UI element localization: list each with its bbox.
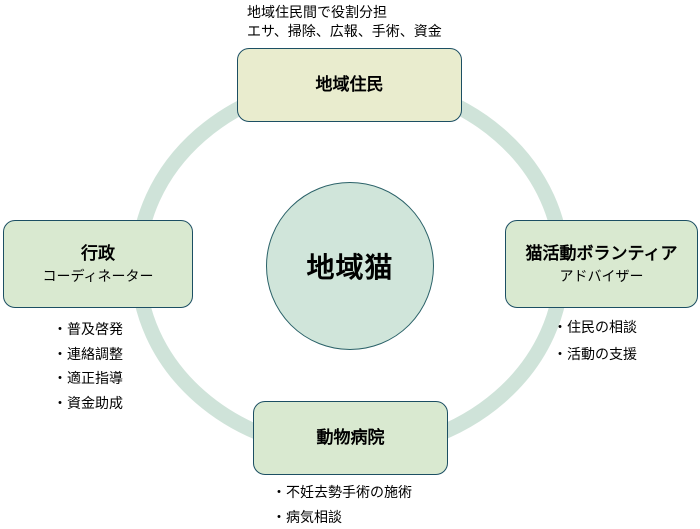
list-item: ・連絡調整 (53, 345, 123, 362)
node-animal-hospital: 動物病院 (253, 401, 448, 475)
center-node-label: 地域猫 (306, 252, 394, 283)
node-volunteer-subtitle: アドバイザー (559, 267, 644, 284)
list-item: ・活動の支援 (553, 346, 637, 362)
node-local-residents: 地域住民 (237, 48, 462, 122)
node-volunteer-title: 猫活動ボランティア (525, 244, 678, 264)
node-government-subtitle: コーディネーター (42, 267, 154, 284)
list-item: ・資金助成 (53, 394, 123, 411)
note-line-1: 地域住民間で役割分担 (247, 4, 387, 20)
node-animal-hospital-title: 動物病院 (316, 427, 385, 447)
role-sharing-note: 地域住民間で役割分担 エサ、掃除、広報、手術、資金 (247, 3, 442, 41)
node-government: 行政 コーディネーター (3, 220, 193, 308)
center-node: 地域猫 (266, 182, 434, 350)
node-government-title: 行政 (81, 244, 115, 264)
node-volunteer: 猫活動ボランティア アドバイザー (505, 220, 698, 308)
list-item: ・不妊去勢手術の施術 (272, 484, 412, 500)
hospital-duties-list: ・不妊去勢手術の施術 ・病気相談 (272, 480, 412, 529)
list-item: ・住民の相談 (553, 319, 637, 335)
government-duties-list: ・普及啓発 ・連絡調整 ・適正指導 ・資金助成 (53, 317, 123, 415)
list-item: ・普及啓発 (53, 321, 123, 337)
list-item: ・適正指導 (53, 370, 123, 386)
list-item: ・病気相談 (272, 509, 342, 525)
note-line-2: エサ、掃除、広報、手術、資金 (247, 23, 442, 39)
volunteer-duties-list: ・住民の相談 ・活動の支援 (553, 314, 637, 368)
node-local-residents-title: 地域住民 (315, 74, 384, 94)
